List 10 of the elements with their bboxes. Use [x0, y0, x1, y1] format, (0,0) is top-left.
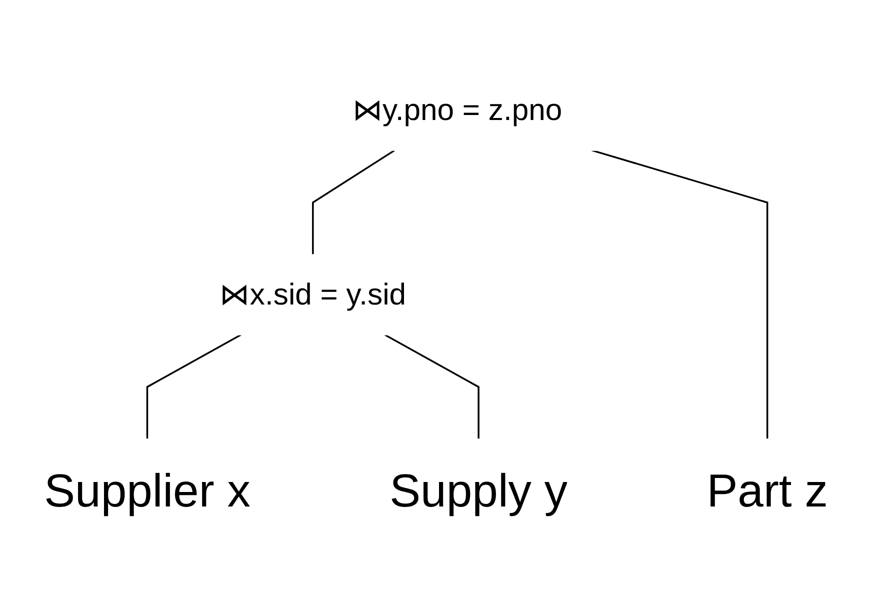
node-text: Supplier x — [44, 465, 250, 516]
connector — [384, 334, 480, 439]
node-text: Supply y — [390, 465, 568, 516]
query-tree-diagram: ⋈y.pno = z.pno ⋈x.sid = y.sid Supplier x Supply y Part z — [0, 60, 872, 552]
connector — [312, 149, 396, 254]
connector — [592, 149, 768, 439]
node-text: Part z — [706, 465, 828, 516]
connector — [146, 334, 242, 439]
node-text: ⋈x.sid = y.sid — [220, 276, 406, 312]
node-text: ⋈y.pno = z.pno — [352, 92, 562, 127]
